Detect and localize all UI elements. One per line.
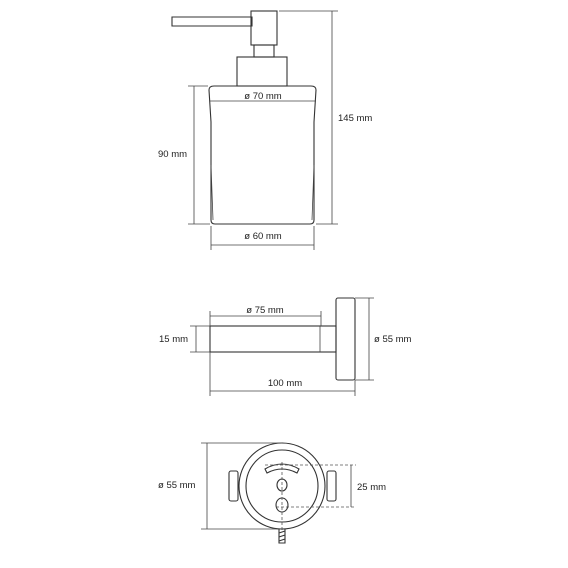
dim-ring-diameter: ø 75 mm	[246, 305, 284, 316]
dim-bottle-bottom-width: ø 60 mm	[244, 231, 282, 242]
bottle-inner-line	[210, 164, 315, 221]
pump-collar	[236, 56, 288, 87]
holder-arm	[209, 325, 337, 353]
dispenser-view: ø 70 mm ø 60 mm 90 mm 145 mm	[158, 10, 372, 250]
dim-plate-diameter: ø 55 mm	[374, 334, 412, 345]
dim-bottle-height: 90 mm	[158, 149, 187, 160]
dim-hole-spacing: 25 mm	[357, 482, 386, 493]
dim-projection: 100 mm	[268, 378, 302, 389]
set-screw-icon	[278, 528, 286, 544]
plate-outer-circle	[238, 442, 326, 530]
pump-nozzle	[171, 16, 253, 27]
pump-head	[250, 10, 278, 46]
dim-bottle-top-width: ø 70 mm	[244, 91, 282, 102]
dim-arm-thickness: 15 mm	[159, 334, 188, 345]
holder-side-view: ø 75 mm 15 mm ø 55 mm 100 mm	[159, 297, 412, 396]
pump-stem	[253, 44, 275, 58]
plate-inner-circle	[245, 449, 319, 523]
wall-plate-front-view: ø 55 mm 25 mm	[158, 442, 386, 544]
dim-front-plate-diameter: ø 55 mm	[158, 480, 196, 491]
right-tab	[326, 470, 337, 502]
holder-wall-plate	[335, 297, 356, 381]
dim-total-height: 145 mm	[338, 113, 372, 124]
left-tab	[228, 470, 239, 502]
bottle-body	[208, 85, 317, 225]
